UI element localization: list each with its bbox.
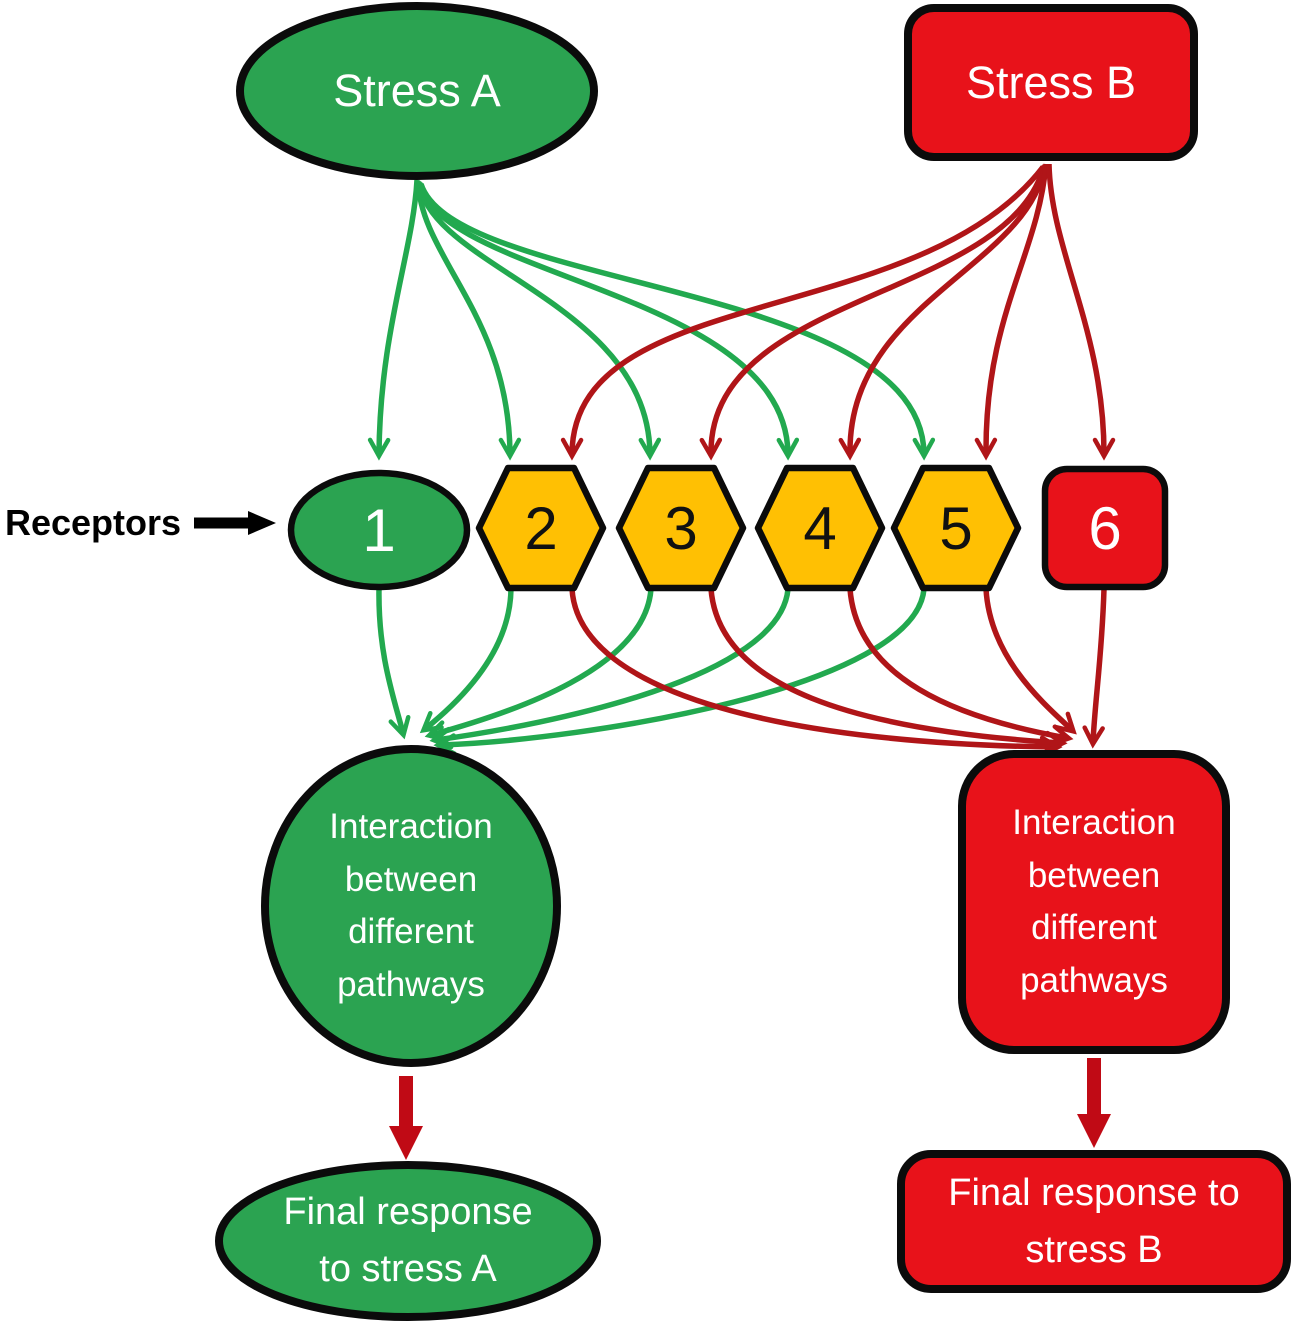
interaction-a-shape <box>261 745 561 1067</box>
edge-stress-b-to-receptor-6 <box>1046 163 1116 461</box>
receptor-5-shape <box>890 464 1022 592</box>
edge-receptor-3-to-interaction-a <box>424 588 654 743</box>
edge-receptor-4-to-interaction-a <box>429 588 791 750</box>
edge-stress-b-to-receptor-4 <box>838 164 1048 461</box>
receptor-3-shape <box>615 464 747 592</box>
receptor-2-shape <box>475 464 607 592</box>
edge-stress-b-to-receptor-2 <box>560 165 1046 461</box>
interaction-b-shape <box>958 750 1230 1054</box>
edge-receptor-5-to-interaction-b <box>983 588 1077 735</box>
receptor-1-shape <box>287 469 471 591</box>
edge-stress-a-to-receptor-3 <box>416 181 662 461</box>
edge-stress-a-to-receptor-5 <box>418 183 936 461</box>
edge-stress-a-to-receptor-1 <box>367 179 420 461</box>
edge-receptor-2-to-interaction-b <box>569 588 1063 759</box>
edge-receptor-2-to-interaction-a <box>419 588 514 734</box>
receptor-6-shape <box>1041 465 1169 591</box>
edge-receptor-4-to-interaction-b <box>847 588 1074 747</box>
stress-a-shape <box>236 2 598 180</box>
edge-receptor-5-to-interaction-a <box>433 588 927 756</box>
edge-receptor-6-to-interaction-b <box>1082 588 1107 749</box>
final-b-shape <box>897 1150 1291 1293</box>
receptor-4-shape <box>754 464 886 592</box>
edge-stress-b-to-receptor-3 <box>699 165 1047 461</box>
edge-receptor-3-to-interaction-b <box>708 588 1068 754</box>
edge-receptor-1-to-interaction-a <box>376 588 411 740</box>
edge-stress-a-to-receptor-4 <box>417 182 800 461</box>
final-a-shape <box>215 1161 601 1321</box>
edge-stress-a-to-receptor-2 <box>415 180 522 461</box>
stress-b-shape <box>904 4 1198 161</box>
edge-stress-b-to-receptor-5 <box>974 163 1049 461</box>
